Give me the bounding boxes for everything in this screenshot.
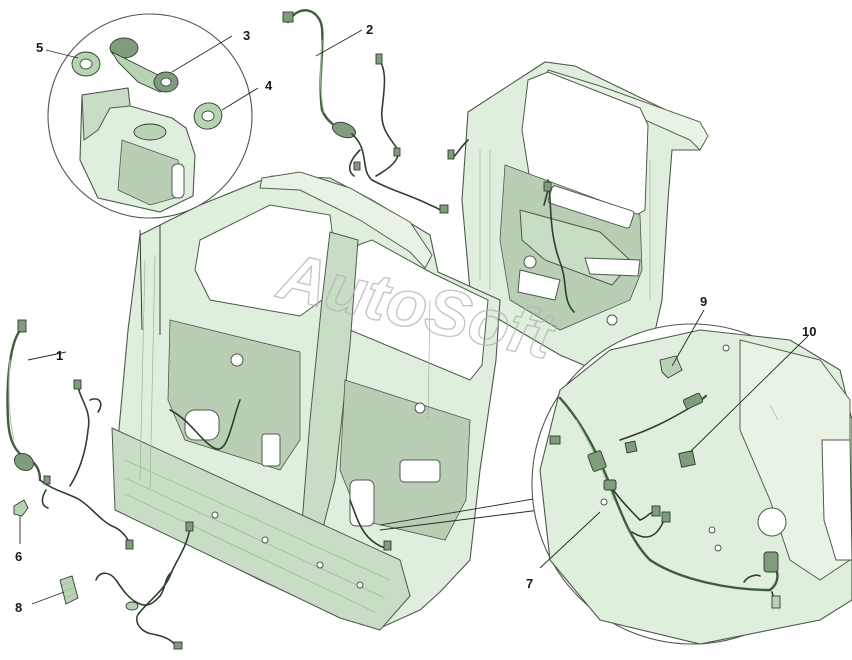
callout-1: 1 — [56, 348, 63, 363]
callout-5: 5 — [36, 40, 43, 55]
wiring-harness-part-2 — [282, 9, 449, 214]
clip-part-6 — [13, 499, 29, 517]
grommet-part-8 — [59, 575, 79, 605]
wiring-harness-part-1 — [6, 319, 134, 550]
seal-part-5 — [71, 51, 101, 77]
zoom-detail-grommet — [47, 13, 253, 335]
callout-2: 2 — [366, 22, 373, 37]
callout-10: 10 — [802, 324, 816, 339]
zoom-detail-wiring — [379, 323, 852, 645]
callout-8: 8 — [15, 600, 22, 615]
callout-6: 6 — [15, 549, 22, 564]
callout-4: 4 — [265, 78, 273, 93]
seal-part-4 — [193, 102, 223, 130]
grommet-part-3 — [109, 37, 179, 93]
rear-door — [447, 61, 709, 373]
callout-3: 3 — [243, 28, 250, 43]
callout-7: 7 — [526, 576, 533, 591]
callout-9: 9 — [700, 294, 707, 309]
wiring-harness-lower — [95, 521, 194, 650]
body-side-frame — [111, 171, 501, 631]
callout-labels: 1 2 3 4 5 6 7 8 9 10 — [15, 22, 816, 615]
leader-lines — [19, 29, 809, 605]
